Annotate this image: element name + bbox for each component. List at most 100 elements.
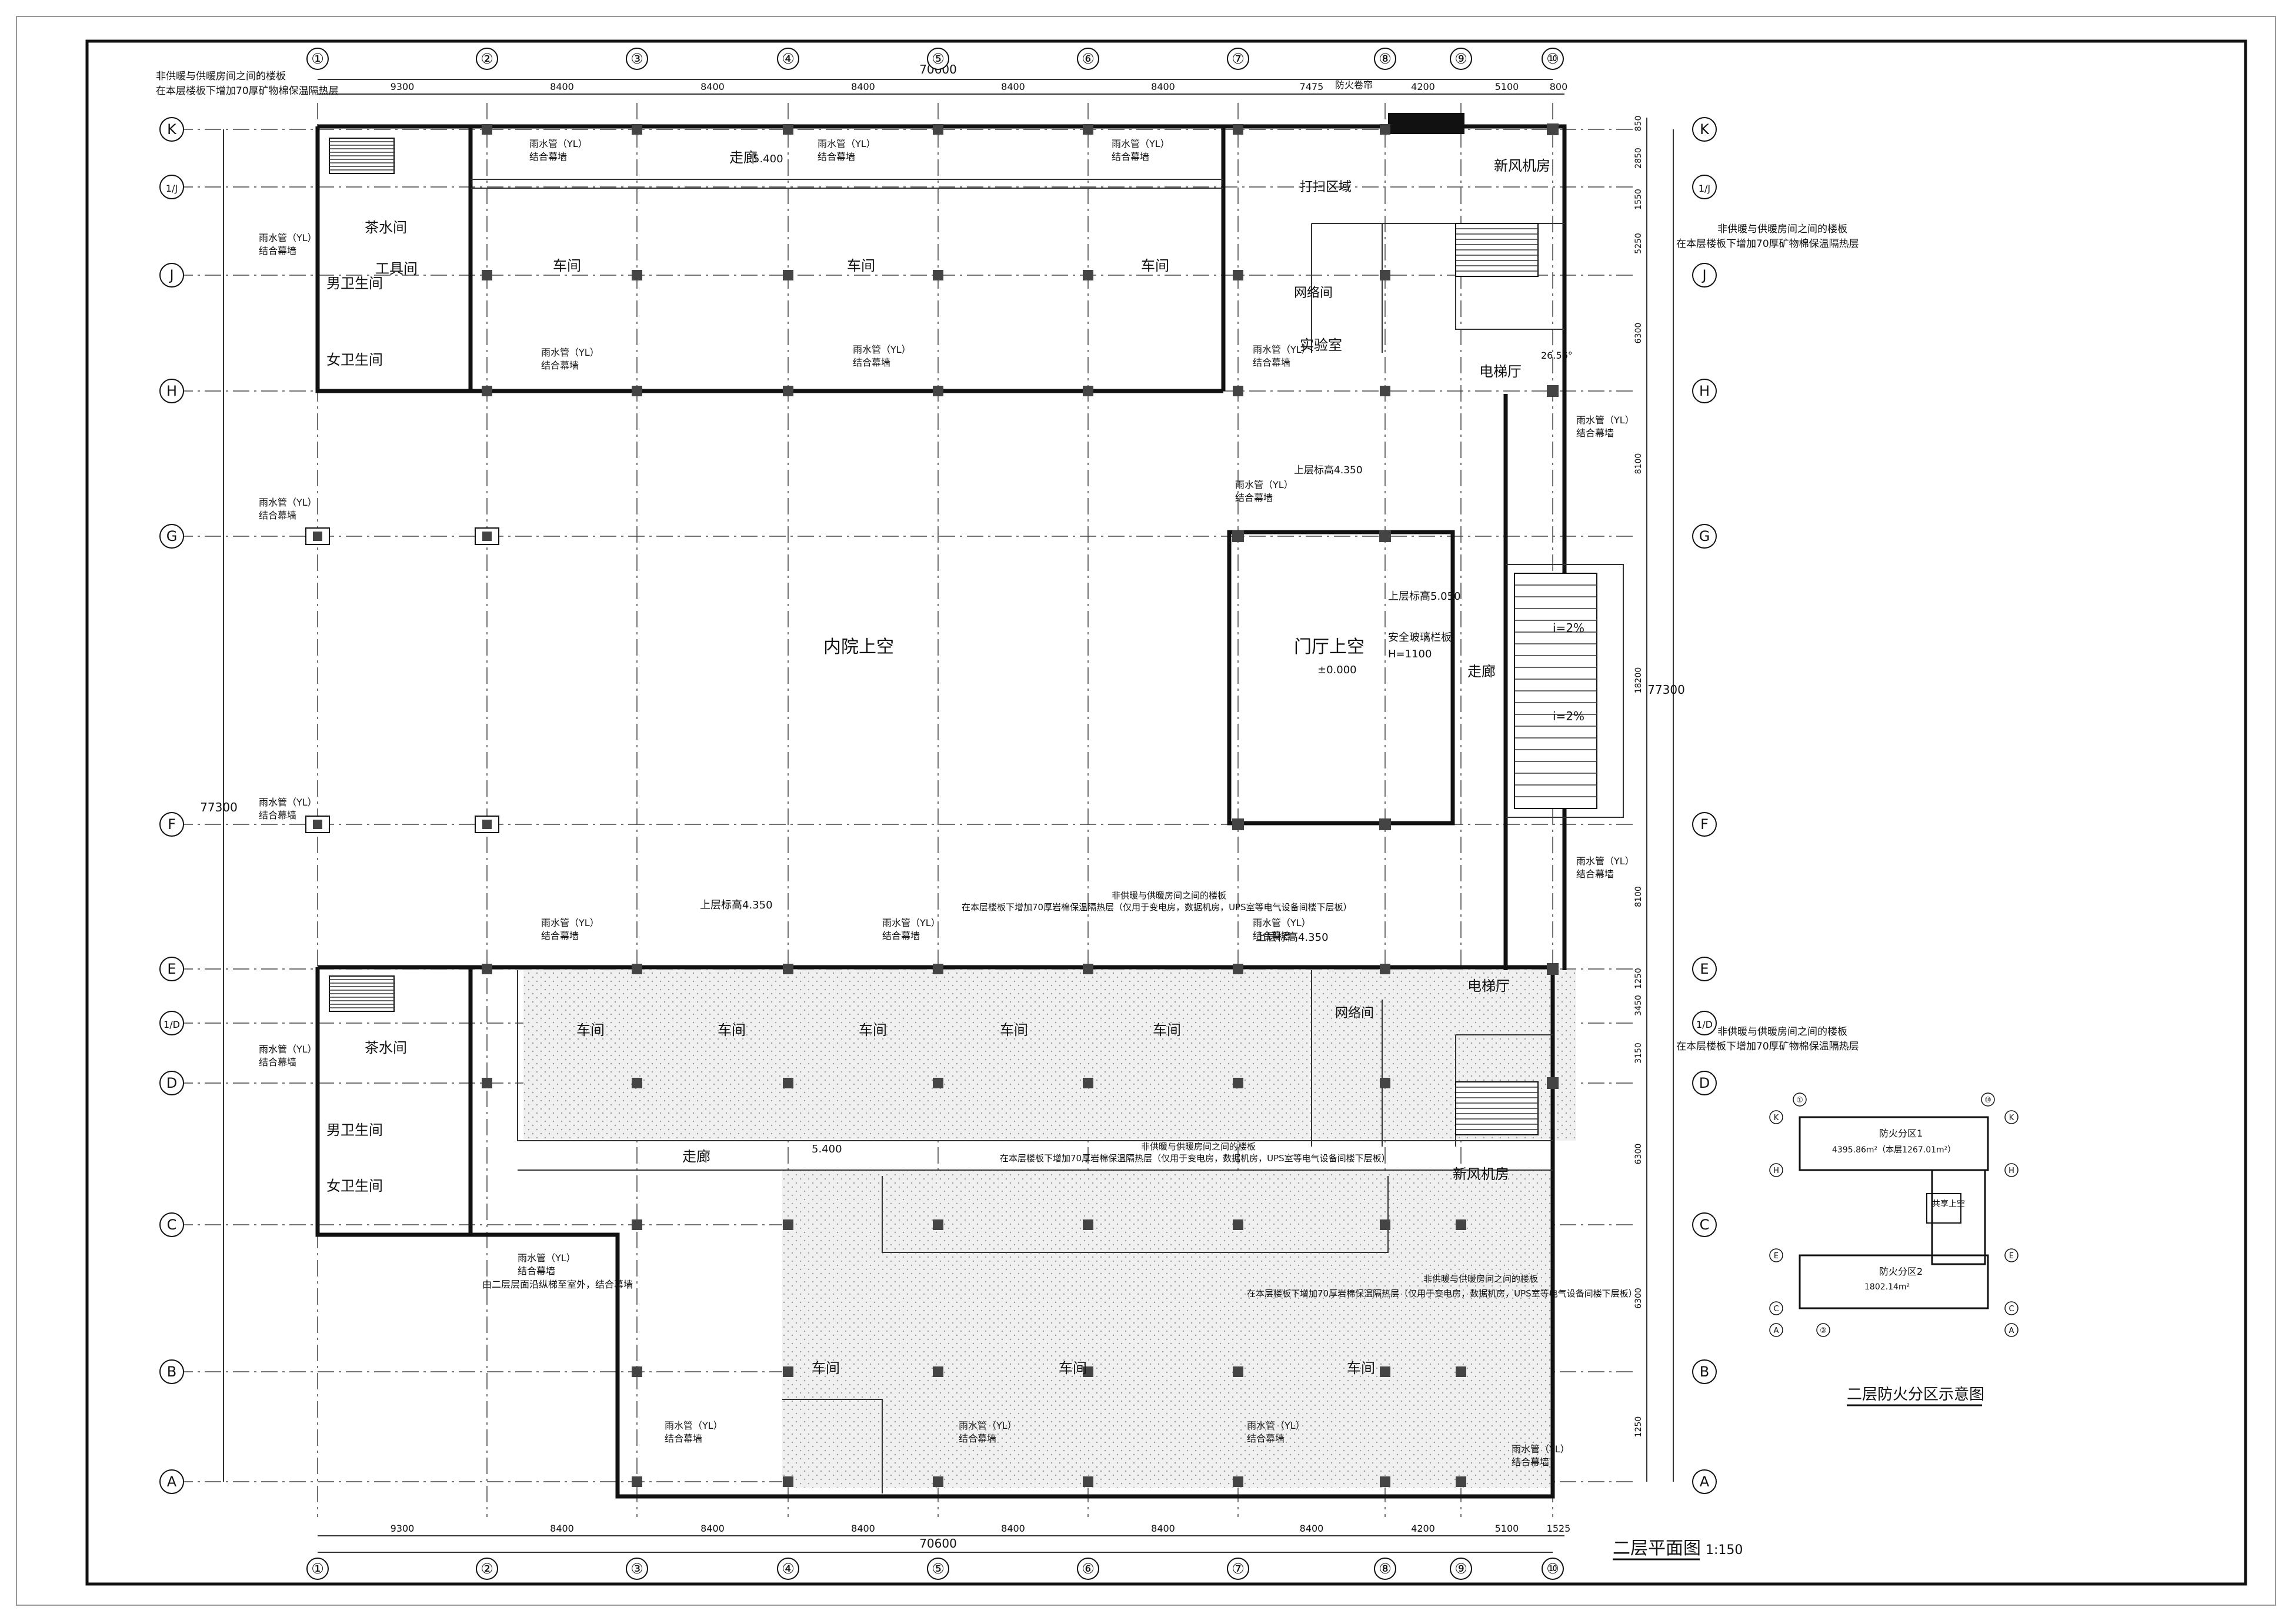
legend-grid-bubble [2004, 1301, 2019, 1315]
column [1380, 386, 1390, 396]
grid-bubble-row-label: K [1700, 121, 1710, 138]
legend-grid-bubble-label: H [1773, 1167, 1779, 1175]
grid-bubble-col-label: ⑦ [1232, 1560, 1245, 1577]
room-fresh-air-north: 新风机房 [1494, 158, 1550, 174]
grid-bubble-row [159, 957, 184, 981]
dim-bay-bottom: 8400 [700, 1523, 725, 1534]
column [1233, 1366, 1243, 1377]
freestanding-column [475, 527, 499, 545]
sheet-scale: 1:150 [1706, 1543, 1743, 1558]
room-courtyard: 内院上空 [823, 637, 894, 657]
column [1233, 124, 1243, 135]
column [1547, 963, 1559, 975]
column [1380, 1078, 1390, 1088]
legend-grid-bubble-label: K [2009, 1114, 2014, 1122]
grid-bubble-col-label: ⑩ [1546, 51, 1559, 67]
fire-note-low-1: 非供暖与供暖房间之间的楼板 [1423, 1274, 1538, 1284]
downpipe-tag: 雨水管（YL） [1247, 1420, 1305, 1431]
downpipe-tag: 雨水管（YL） [853, 344, 911, 355]
column [1083, 1219, 1093, 1230]
column [1380, 1476, 1390, 1487]
downpipe-tag: 雨水管（YL） [818, 138, 876, 149]
dim-bay-bottom: 8400 [1300, 1523, 1324, 1534]
legend-grid-bubble-label: E [1774, 1252, 1779, 1261]
downpipe-tag: 雨水管（YL） [1576, 415, 1634, 426]
note-slope-1: i=2% [1553, 621, 1584, 635]
grid-bubble-row-label: A [1700, 1473, 1710, 1490]
grid-bubble-col [1450, 1558, 1472, 1580]
downpipe-tag: 雨水管（YL） [959, 1420, 1017, 1431]
downpipe-tag: 雨水管（YL） [541, 917, 599, 928]
column [783, 1476, 793, 1487]
column [933, 270, 943, 280]
legend-grid-bubble [1769, 1248, 1783, 1262]
fire-note-mid-1: 非供暖与供暖房间之间的楼板 [1112, 890, 1226, 901]
legend-grid-bubble [2004, 1163, 2019, 1177]
legend-grid-bubble-label: A [2009, 1326, 2014, 1335]
dim-row-right: 18200 [1634, 667, 1643, 694]
curtain-tag: 结合幕墙 [541, 930, 579, 941]
legend-grid-bubble-label: C [2009, 1305, 2014, 1314]
column [783, 386, 793, 396]
sheet-title-block: 二层平面图 1:150 [1613, 1538, 1743, 1560]
downpipe-tag: 雨水管（YL） [529, 138, 588, 149]
grid-bubble-row-label: A [167, 1473, 177, 1490]
column [1380, 1366, 1390, 1377]
curtain-tag: 结合幕墙 [1512, 1456, 1549, 1468]
dim-bay-top: 8400 [550, 81, 574, 92]
note-stair-exit: 由二层层面沿纵梯至室外，结合幕墙 [482, 1279, 633, 1290]
column [1456, 1476, 1466, 1487]
grid-bubble-row-label: F [1700, 816, 1709, 833]
ups-note-low: 在本层楼板下增加70厚岩棉保温隔热层（仅用于变电房，数据机房，UPS室等电气设备… [1247, 1288, 1637, 1299]
room-tea-north: 茶水间 [365, 219, 407, 236]
grid-bubble-col [1077, 1558, 1099, 1580]
column [632, 124, 642, 135]
grid-bubble-row-label: C [1700, 1217, 1710, 1233]
room-workshop-5: 车间 [718, 1022, 746, 1038]
grid-bubble-row [1692, 263, 1717, 288]
downpipe-tag: 雨水管（YL） [882, 917, 940, 928]
grid-bubble-col-label: ⑤ [932, 51, 945, 67]
column [482, 1078, 492, 1088]
room-workshop-10: 车间 [1059, 1360, 1087, 1376]
note-slope-2: i=2% [1553, 709, 1584, 723]
curtain-tag: 结合幕墙 [518, 1265, 555, 1277]
dim-row-right: 6300 [1634, 1288, 1643, 1309]
grid-bubble-col [1227, 48, 1249, 70]
legend-grid-bubble [1816, 1323, 1830, 1337]
room-fresh-air-south: 新风机房 [1453, 1166, 1509, 1182]
column [313, 820, 322, 829]
room-corridor-north: 走廊 [729, 149, 758, 166]
dim-bay-bottom: 1525 [1547, 1523, 1571, 1534]
curtain-tag: 结合幕墙 [853, 357, 890, 368]
legend-grid-bubble [1769, 1110, 1783, 1124]
column [1083, 1078, 1093, 1088]
fire-note-nw-2: 在本层楼板下增加70厚矿物棉保温隔热层 [156, 85, 339, 97]
fire-note-ne-1: 非供暖与供暖房间之间的楼板 [1717, 223, 1847, 235]
legend-grid-bubble [1769, 1163, 1783, 1177]
grid-bubble-row-label: J [168, 267, 174, 283]
downpipe-tag: 雨水管（YL） [259, 797, 317, 808]
grid-bubble-row [159, 1469, 184, 1494]
downpipe-tag: 雨水管（YL） [1512, 1443, 1570, 1455]
column [1083, 270, 1093, 280]
curtain-tag: 结合幕墙 [259, 245, 296, 256]
column [482, 386, 492, 396]
legend-grid-bubble-label: K [1774, 1114, 1779, 1122]
column [1233, 270, 1243, 280]
note-steel-stair-level-2: 上层标高4.350 [700, 899, 773, 911]
column [783, 1366, 793, 1377]
grid-bubble-row-label: 1/D [164, 1019, 180, 1030]
dim-row-right: 1250 [1634, 1416, 1643, 1438]
grid-bubble-col-label: ⑨ [1454, 51, 1467, 67]
room-male-wc-south: 男卫生间 [326, 1122, 383, 1138]
room-workshop-4: 车间 [576, 1022, 605, 1038]
drawing-frame [85, 39, 2247, 1586]
grid-bubble-row [159, 524, 184, 549]
grid-bubble-row-label: G [1699, 528, 1710, 544]
fire-zone-legend: 共享上空 防火分区1 4395.86m²（本层1267.01m²） 防火分区2 … [1769, 1092, 2019, 1406]
dim-row-right: 1550 [1634, 189, 1643, 210]
column [1456, 1219, 1466, 1230]
grid-bubble-col-label: ④ [782, 51, 795, 67]
